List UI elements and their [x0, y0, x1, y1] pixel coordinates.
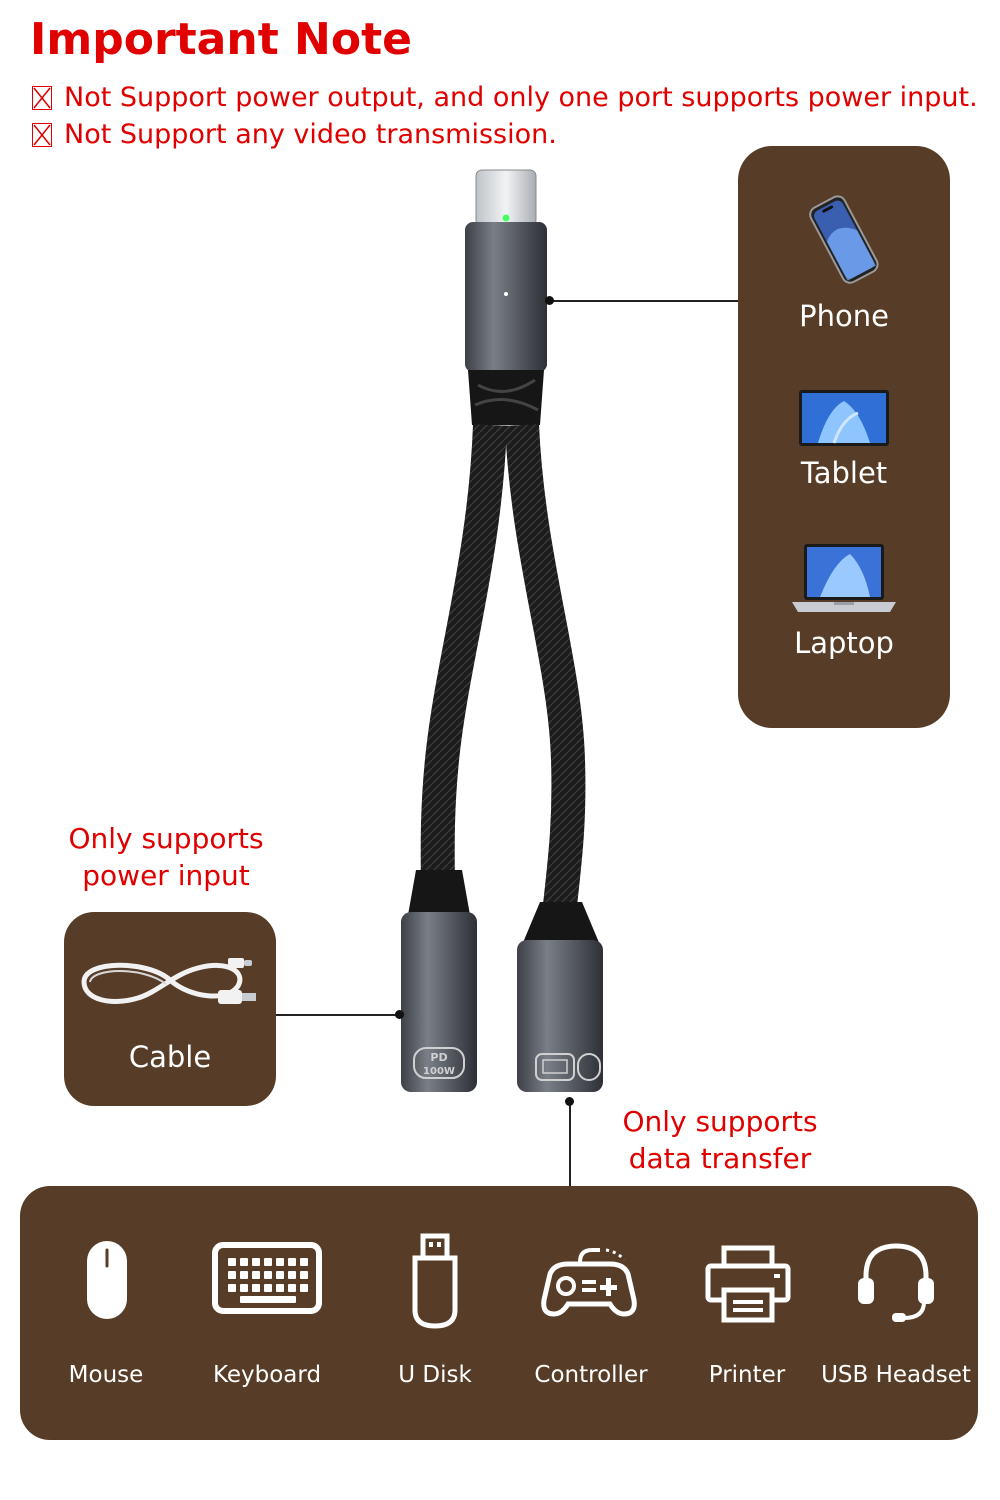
data-connector-line — [569, 1100, 571, 1186]
device-label-printer: Printer — [708, 1362, 786, 1388]
power-input-caption: Only supports power input — [46, 820, 286, 894]
page-title: Important Note — [30, 14, 412, 65]
printer-icon — [705, 1245, 791, 1323]
caption-line: data transfer — [628, 1142, 812, 1175]
cable-connector-line — [275, 1014, 399, 1016]
note-line-1: Not Support power output, and only one p… — [32, 82, 978, 113]
charging-cable-icon — [81, 958, 256, 1004]
device-label-cable: Cable — [128, 1040, 212, 1074]
connector-dot — [395, 1010, 404, 1019]
tablet-icon — [799, 390, 889, 446]
braided-cable-right — [505, 424, 586, 907]
cross-box-icon — [32, 122, 52, 147]
laptop-icon — [792, 544, 896, 612]
peripherals-panel: Mouse Keyboard U Disk Controller Printe — [20, 1186, 978, 1440]
cross-box-icon — [32, 85, 52, 110]
host-devices-panel: Phone Tablet Laptop — [738, 146, 950, 728]
note-text: Not Support any video transmission. — [64, 119, 557, 150]
note-text: Not Support power output, and only one p… — [64, 82, 978, 113]
data-transfer-caption: Only supports data transfer — [600, 1103, 840, 1177]
mouse-icon — [87, 1241, 127, 1319]
usb-disk-icon — [412, 1233, 458, 1329]
keyboard-icon — [212, 1242, 322, 1314]
phone-connector-line — [549, 300, 739, 302]
power-cable-panel: Cable — [64, 912, 276, 1106]
device-label-keyboard: Keyboard — [212, 1362, 322, 1388]
connector-dot — [545, 296, 554, 305]
caption-line: power input — [82, 859, 250, 892]
device-label-mouse: Mouse — [68, 1362, 144, 1388]
device-label-tablet: Tablet — [800, 456, 888, 490]
pd-badge-line1: PD — [430, 1051, 447, 1064]
device-label-usb-headset: USB Headset — [821, 1362, 971, 1388]
strain-relief-top — [468, 370, 544, 425]
usb-a-female-connector — [517, 940, 603, 1092]
pd-badge-line2: 100W — [423, 1066, 455, 1077]
phone-icon — [809, 195, 879, 284]
device-label-controller: Controller — [534, 1362, 648, 1388]
usb-c-female-connector — [401, 912, 477, 1092]
device-label-u-disk: U Disk — [398, 1362, 472, 1388]
caption-line: Only supports — [622, 1105, 818, 1138]
gamepad-icon — [541, 1248, 637, 1317]
note-line-2: Not Support any video transmission. — [32, 119, 557, 150]
main-connector-housing — [465, 222, 547, 372]
caption-line: Only supports — [68, 822, 264, 855]
braided-cable-left — [420, 424, 507, 906]
headset-icon — [858, 1243, 934, 1322]
connector-dot — [565, 1097, 574, 1106]
device-label-laptop: Laptop — [794, 626, 894, 660]
device-label-phone: Phone — [799, 299, 889, 333]
